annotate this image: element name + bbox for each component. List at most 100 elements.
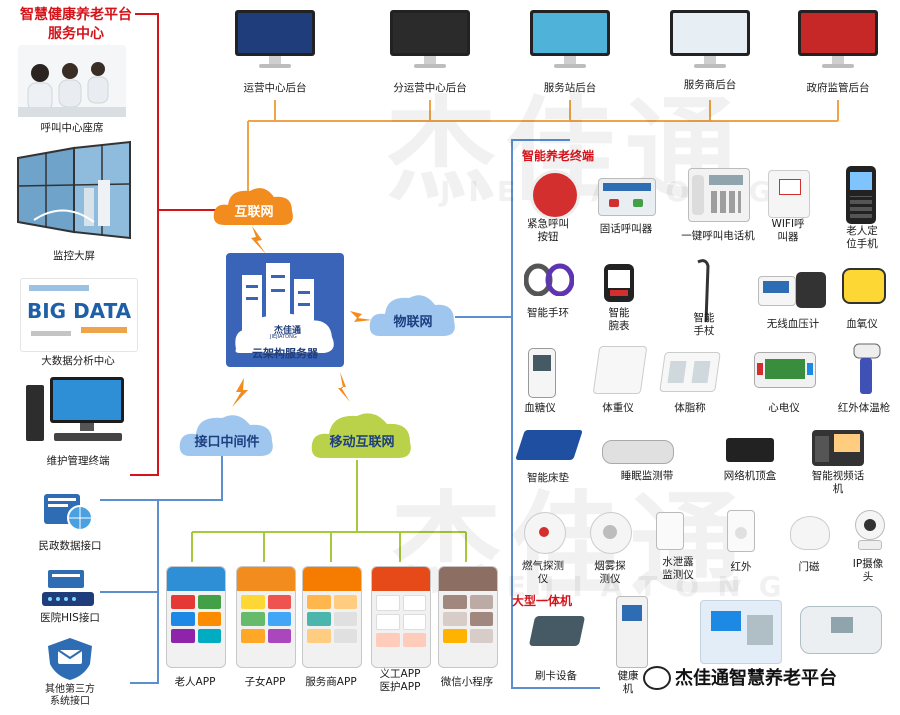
locator-phone-label: 老人定 位手机 (846, 225, 878, 250)
weight-scale-icon (592, 346, 648, 394)
ir-thermometer-icon (852, 340, 882, 396)
platform-title: 智慧健康养老平台 服务中心 (6, 6, 146, 44)
health-kiosk-label: 健康 机 (617, 670, 639, 695)
switch-device-icon (42, 570, 94, 606)
internet-cloud: 互联网 (212, 183, 296, 229)
maintenance-terminal (22, 375, 130, 445)
server-logo-text: 杰佳通 (274, 326, 302, 336)
oximeter-icon (842, 268, 886, 304)
volunteer-app-phone (371, 566, 431, 668)
infrared-label: 红外 (730, 561, 752, 573)
wechat-mini-phone (438, 566, 498, 668)
ops-center-label: 运营中心后台 (243, 82, 307, 94)
gov-supervision-screen (801, 13, 875, 53)
third-party-label: 其他第三方 系统接口 (45, 684, 95, 707)
bp-monitor-label: 无线血压计 (766, 318, 820, 330)
cloud-icon (311, 413, 411, 458)
service-station-label: 服务站后台 (543, 82, 597, 94)
iot-cloud-label: 物联网 (393, 315, 433, 330)
sleep-belt-icon (602, 440, 674, 464)
sub-ops-center-label: 分运营中心后台 (393, 82, 467, 94)
brand-overlay: 杰佳通智慧养老平台 (635, 660, 895, 694)
civil-affairs-label: 民政数据接口 (38, 540, 102, 552)
cane-icon (697, 259, 710, 323)
server-logo-en: JIEJIATONG (270, 334, 297, 340)
one-key-phone-icon (688, 168, 750, 222)
card-reader-icon (528, 616, 586, 646)
platform-title-line1: 智慧健康养老平台 (20, 7, 132, 23)
gas-detector-icon (524, 512, 566, 554)
elder-app-phone (166, 566, 226, 668)
brand-overlay-text: 杰佳通智慧养老平台 (675, 668, 837, 689)
terminals-section-title: 智能养老终端 (522, 149, 595, 163)
provider-app-label: 服务商APP (305, 676, 357, 688)
weight-scale-label: 体重仪 (602, 402, 634, 414)
children-app-phone (236, 566, 296, 668)
smart-watch-label: 智能 腕表 (608, 307, 630, 332)
interface-middleware-label: 接口中间件 (194, 435, 260, 450)
one-key-phone-label: 一键呼叫电话机 (681, 230, 755, 242)
provider-app-phone (302, 566, 362, 668)
gov-supervision-label: 政府监管后台 (806, 82, 870, 94)
ops-center-monitor (235, 10, 315, 70)
video-phone-label: 智能视频话 机 (811, 470, 865, 495)
hospital-his-label: 医院HIS接口 (40, 612, 100, 624)
door-magnet-icon (790, 516, 830, 550)
volunteer-app-label: 义工APP 医护APP (379, 668, 421, 693)
service-provider-label: 服务商后台 (683, 79, 737, 91)
mobile-internet-label: 移动互联网 (329, 435, 395, 450)
mobile-internet-cloud: 移动互联网 (310, 408, 414, 462)
wechat-mini-label: 微信小程序 (440, 676, 494, 688)
ecg-icon (754, 352, 816, 388)
video-wall-icon (17, 140, 131, 240)
health-kiosk-2-icon (700, 600, 782, 664)
water-leak-icon (656, 512, 684, 550)
server-label: 云架构服务器 (252, 347, 318, 360)
water-leak-label: 水泄露 监测仪 (662, 556, 694, 581)
smoke-detector-label: 烟雾探 测仪 (594, 560, 626, 585)
health-kiosk-3-icon (800, 606, 882, 654)
children-app-label: 子女APP (244, 676, 286, 688)
ir-thermometer-label: 红外体温枪 (837, 402, 891, 414)
set-top-box-label: 网络机顶盒 (723, 470, 777, 482)
glucometer-label: 血糖仪 (524, 402, 556, 414)
sleep-belt-label: 睡眠监测带 (620, 470, 674, 482)
infrared-icon (727, 510, 755, 552)
sub-ops-center-screen (393, 13, 467, 53)
big-data-graphic: BIG DATA (20, 278, 138, 352)
ops-center-screen (238, 13, 312, 53)
big-data-label: 大数据分析中心 (41, 355, 115, 367)
cloud-icon (369, 295, 455, 336)
wechat-icon (643, 666, 671, 690)
card-reader-label: 刷卡设备 (535, 670, 577, 682)
maintenance-label: 维护管理终端 (46, 455, 110, 467)
sub-ops-center-monitor (390, 10, 470, 70)
video-phone-icon (812, 430, 864, 466)
ip-camera-label: IP摄像 头 (852, 558, 884, 583)
shield-icon (48, 638, 92, 680)
ip-camera-icon (852, 510, 886, 550)
internet-cloud-label: 互联网 (234, 205, 274, 220)
smart-band-icon (523, 262, 575, 297)
gov-supervision-monitor (798, 10, 878, 70)
globe-document-icon (44, 494, 93, 531)
emergency-button-label: 紧急呼叫 按钮 (527, 218, 569, 243)
platform-title-line2: 服务中心 (48, 26, 104, 42)
smoke-detector-icon (590, 512, 632, 554)
health-kiosk-icon (616, 596, 648, 668)
emergency-button-icon (530, 170, 580, 220)
iot-cloud: 物联网 (368, 290, 458, 340)
video-wall-label: 监控大屏 (53, 250, 95, 262)
body-fat-scale-icon (659, 352, 721, 392)
big-data-text: BIG DATA (27, 299, 132, 323)
smart-mattress-icon (515, 430, 583, 460)
server-icon (235, 263, 334, 353)
body-fat-scale-label: 体脂称 (674, 402, 706, 414)
glucometer-icon (528, 348, 556, 398)
cloud-server: 杰佳通 JIEJIATONG 云架构服务器 (226, 253, 344, 367)
ecg-label: 心电仪 (768, 402, 800, 414)
smart-cane-icon (694, 258, 714, 324)
locator-phone-icon (846, 166, 876, 224)
